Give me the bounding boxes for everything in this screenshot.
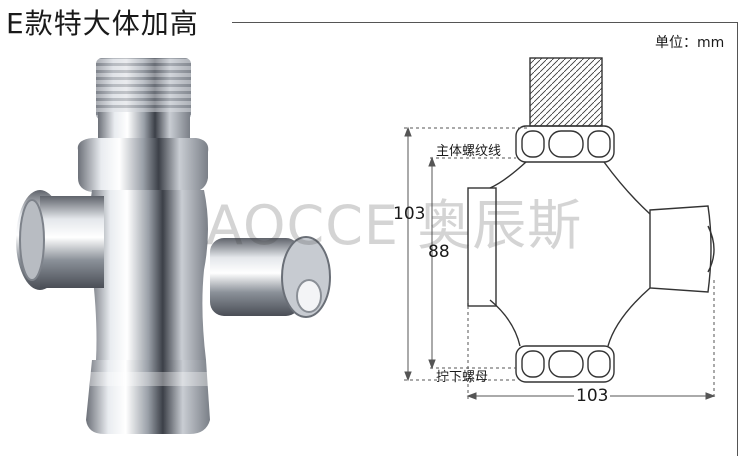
dimension-lines <box>404 126 716 400</box>
valve-lower-nut <box>86 360 210 434</box>
dimension-width: 103 <box>574 386 611 406</box>
frame-top-line <box>232 22 738 23</box>
valve-body <box>89 190 208 360</box>
label-nut: 拧下螺母 <box>436 370 489 385</box>
label-thread: 主体螺纹线 <box>436 144 502 159</box>
valve-push-button <box>210 238 300 316</box>
frame-right-line <box>737 22 738 456</box>
unit-label: 单位：mm <box>655 35 725 51</box>
drawing-push-button <box>649 205 712 293</box>
valve-upper-nut <box>77 138 209 192</box>
dimension-height-inner: 88 <box>428 242 450 262</box>
dimension-height-outer: 103 <box>393 204 426 224</box>
brand-watermark: AOCCE 奥辰斯 <box>206 194 583 257</box>
drawing-bottom-nut <box>515 345 615 383</box>
drawing-left-inlet <box>467 187 497 307</box>
technical-drawing <box>467 57 715 383</box>
valve-photo <box>16 58 331 434</box>
page-title: E款特大体加高 <box>6 7 199 40</box>
